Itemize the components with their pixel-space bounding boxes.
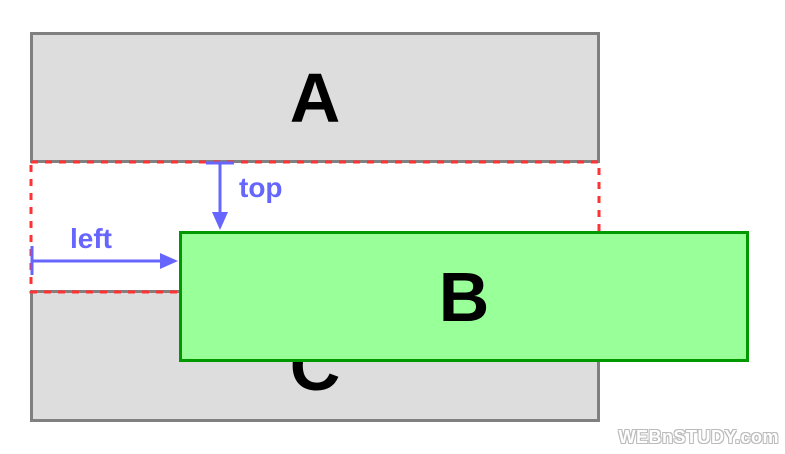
box-b-label: B [438,257,490,336]
left-offset-label: left [70,223,112,254]
watermark: WEBnSTUDY.com [618,427,779,447]
left-arrow-head [160,253,178,269]
top-offset-label: top [239,172,283,203]
top-arrow-head [212,212,228,230]
box-a: A [30,32,600,163]
box-b: B [179,231,749,362]
box-a-label: A [289,58,341,137]
